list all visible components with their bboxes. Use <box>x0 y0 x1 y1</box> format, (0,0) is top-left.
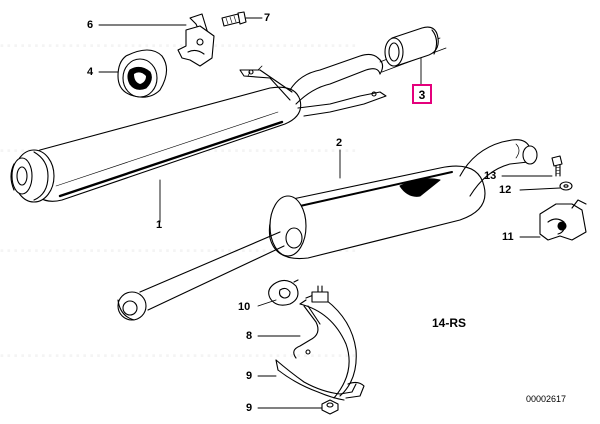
callout-6: 7 <box>264 12 271 24</box>
callout-5: 6 <box>87 19 94 31</box>
front-muffler <box>10 37 447 203</box>
callout-12: 12 <box>499 184 512 196</box>
pipe-clamp <box>275 285 365 401</box>
callout-8: 9 <box>246 370 253 382</box>
washer-12 <box>559 181 573 191</box>
highlighted-part-box[interactable]: 3 <box>412 84 432 104</box>
group-code: 14-RS <box>432 316 467 330</box>
rear-hanger-bracket <box>539 199 587 241</box>
callout-11: 11 <box>502 231 514 243</box>
callout-13: 13 <box>484 170 497 182</box>
gasket-ring <box>268 279 299 306</box>
drawing-number: 00002617 <box>526 394 567 404</box>
clamp-nut <box>321 399 339 415</box>
callout-7: 8 <box>246 330 253 342</box>
rear-muffler <box>117 139 538 321</box>
callout-2: 2 <box>336 137 343 149</box>
callout-10: 10 <box>238 301 251 313</box>
callout-1: 1 <box>156 219 163 231</box>
bolt-6 <box>221 11 247 27</box>
pipe-sleeve <box>384 26 439 67</box>
highlighted-part-label: 3 <box>418 88 426 102</box>
leader-lines <box>98 17 561 409</box>
callout-4: 4 <box>87 66 94 78</box>
rubber-mount <box>117 49 168 98</box>
callout-9-render: 9 <box>246 402 253 414</box>
hanger-bracket <box>177 13 215 67</box>
bolt-13 <box>551 155 563 177</box>
